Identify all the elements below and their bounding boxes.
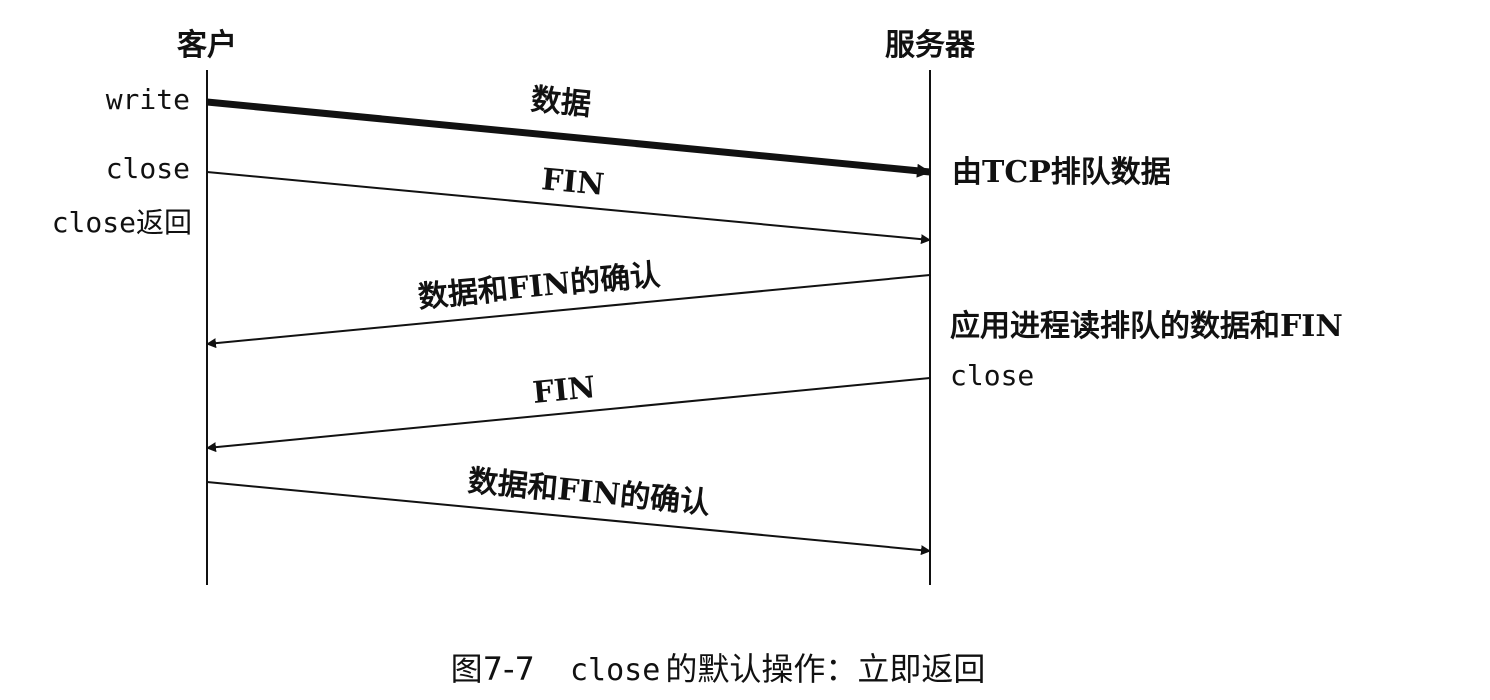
message-arrow-ack-1: [206, 274, 931, 349]
client-close-return-label: close返回: [52, 206, 192, 239]
server-app-reads-label: 应用进程读排队的数据和FIN: [950, 309, 1343, 344]
client-close-label: close: [106, 152, 190, 185]
caption-function-name: close: [570, 653, 660, 688]
client-write-label: write: [106, 83, 190, 116]
server-queued-label: 由TCP排队数据: [952, 155, 1171, 190]
message-label-data: 数据: [529, 82, 592, 123]
message-arrow-ack-2: [206, 481, 931, 556]
message-arrow-fin-1: [206, 171, 931, 245]
message-arrow-data: [206, 98, 931, 178]
message-label-ack-1: 数据和FIN的确认: [417, 258, 662, 316]
message-arrow-fin-2: [206, 377, 931, 453]
server-lifeline-label: 服务器: [885, 28, 976, 63]
caption-figure-number: 图7-7: [451, 650, 535, 688]
message-label-ack-2: 数据和FIN的确认: [466, 464, 711, 522]
message-label-fin-1: FIN: [540, 162, 606, 203]
message-label-fin-2: FIN: [531, 370, 597, 411]
figure-caption: 图7-7 close 的默认操作：立即返回: [451, 650, 986, 688]
server-close-label: close: [950, 359, 1034, 392]
client-lifeline-label: 客户: [177, 28, 237, 63]
caption-description: 的默认操作：立即返回: [665, 650, 985, 688]
